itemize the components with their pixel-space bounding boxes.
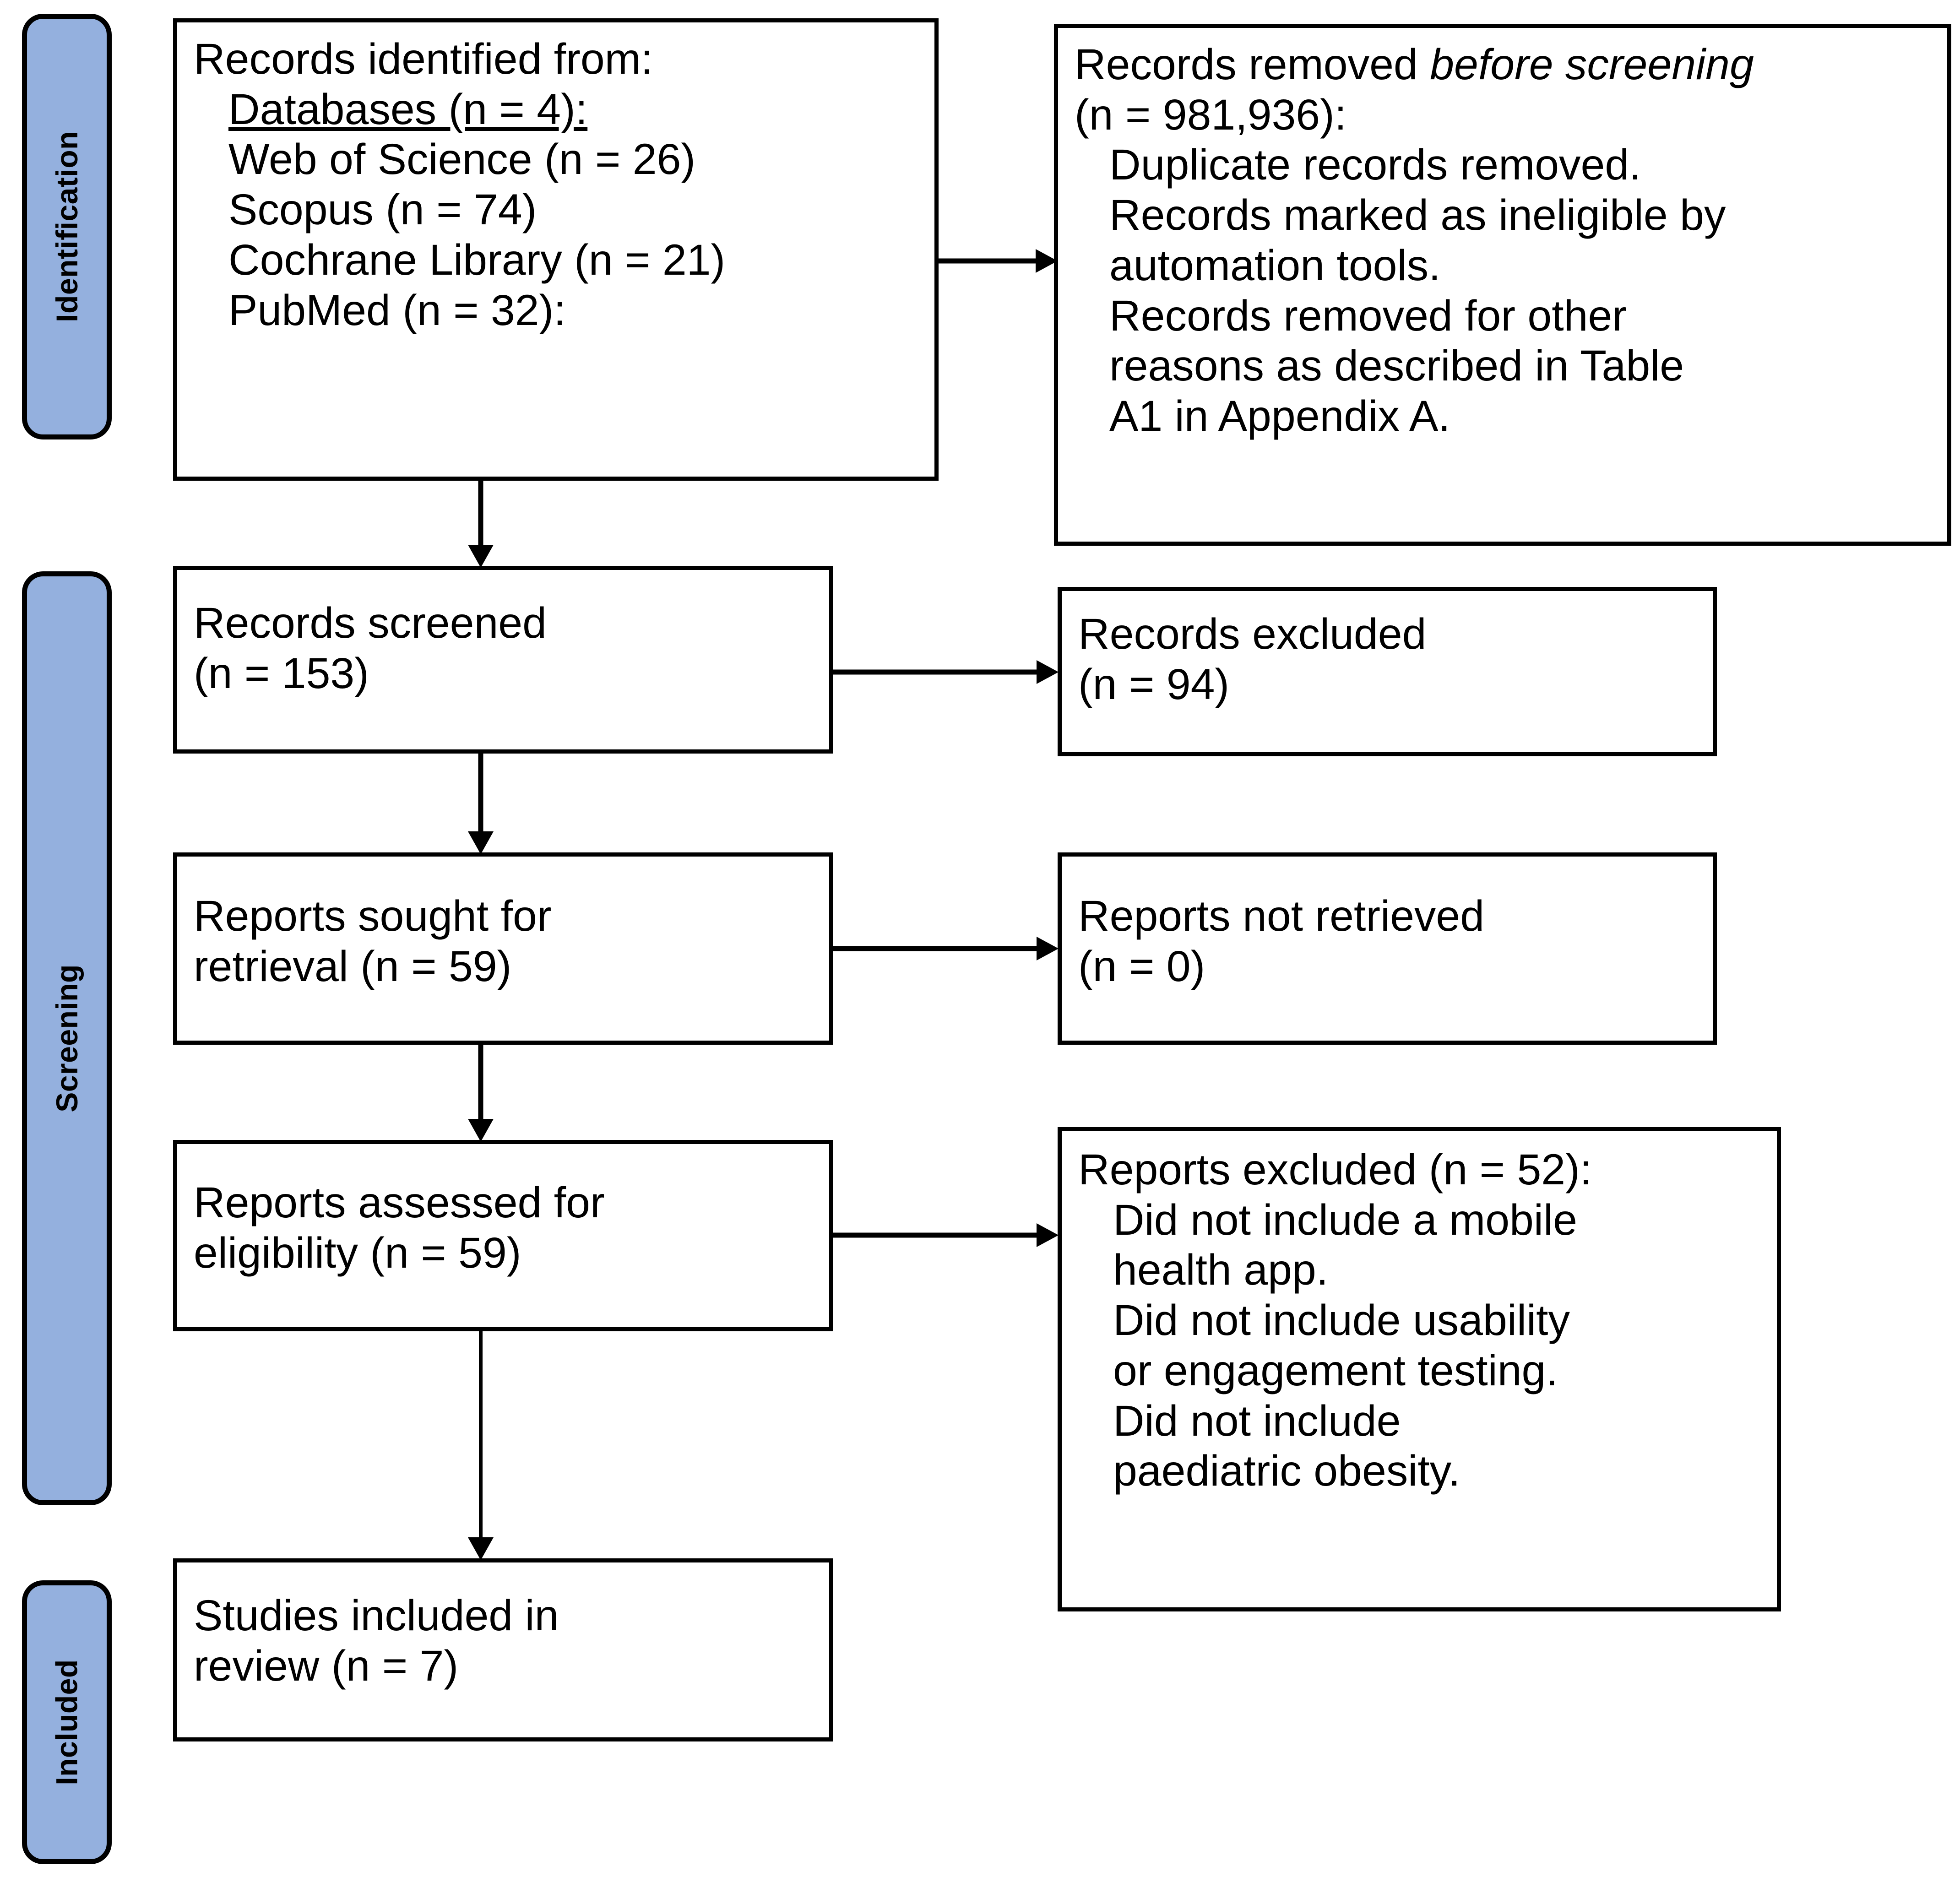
reports-excluded-line-6: paediatric obesity. [1113,1447,1460,1496]
records-removed-line-3: Records marked as ineligible by [1109,191,1726,240]
reports-excluded-line-4: or engagement testing. [1113,1346,1558,1395]
reports-excluded-line-2: health app. [1113,1246,1329,1295]
box-records-excluded: Records excluded (n = 94) [1058,587,1717,756]
records-identified-line-1: Databases (n = 4): [228,85,588,134]
reports-not-retrieved-line-0: Reports not retrieved [1078,892,1485,940]
records-removed-line-2: Duplicate records removed. [1109,141,1641,190]
connector-identified-to-screened [467,481,494,568]
records-excluded-line-1: (n = 94) [1078,660,1230,709]
records-removed-line-5: Records removed for other [1109,291,1627,340]
phase-bar-included: Included [22,1580,112,1864]
box-records-screened: Records screened (n = 153) [173,566,833,754]
reports-excluded-line-3: Did not include usability [1113,1296,1570,1345]
records-identified-line-3: Scopus (n = 74) [228,185,537,234]
records-removed-line-0-italic: before screening [1430,40,1754,89]
studies-included-line-1: review (n = 7) [194,1641,459,1690]
box-records-identified: Records identified from: Databases (n = … [173,18,939,481]
connector-screened-to-excluded [833,658,1059,686]
records-identified-line-4: Cochrane Library (n = 21) [228,235,726,284]
records-removed-line-0: Records removed before screening [1075,40,1933,90]
records-removed-line-1: (n = 981,936): [1075,90,1347,139]
box-studies-included-in-review: Studies included in review (n = 7) [173,1558,833,1741]
reports-assessed-line-1: eligibility (n = 59) [194,1228,521,1277]
reports-assessed-line-0: Reports assessed for [194,1178,605,1227]
records-identified-line-5: PubMed (n = 32): [228,286,566,335]
connector-screened-to-sought [467,754,494,854]
box-reports-assessed-for-eligibility: Reports assessed for eligibility (n = 59… [173,1140,833,1331]
reports-sought-line-1: retrieval (n = 59) [194,942,512,991]
phase-label-included: Included [50,1659,84,1785]
phase-bar-identification: Identification [22,14,112,439]
reports-sought-line-0: Reports sought for [194,892,552,940]
connector-assessed-to-studies-included [467,1330,494,1560]
records-screened-line-0: Records screened [194,599,547,647]
studies-included-line-0: Studies included in [194,1591,559,1640]
reports-excluded-line-1: Did not include a mobile [1113,1195,1577,1244]
box-reports-not-retrieved: Reports not retrieved (n = 0) [1058,852,1717,1045]
records-identified-line-2: Web of Science (n = 26) [228,135,696,184]
phase-label-screening: Screening [50,964,84,1112]
reports-not-retrieved-line-1: (n = 0) [1078,942,1205,991]
records-excluded-line-0: Records excluded [1078,610,1427,658]
records-removed-line-0-prefix: Records removed [1075,40,1430,89]
box-records-removed-before-screening: Records removed before screening (n = 98… [1054,24,1951,546]
records-identified-line-0: Records identified from: [194,35,653,83]
box-reports-sought-for-retrieval: Reports sought for retrieval (n = 59) [173,852,833,1045]
phase-label-identification: Identification [50,131,84,322]
connector-assessed-to-reports-excluded [833,1221,1059,1249]
connector-identified-to-removed [939,247,1058,275]
phase-bar-screening: Screening [22,571,112,1505]
records-removed-line-7: A1 in Appendix A. [1109,392,1450,441]
connector-sought-to-not-retrieved [833,935,1059,962]
box-reports-excluded: Reports excluded (n = 52): Did not inclu… [1058,1127,1781,1611]
records-removed-line-4: automation tools. [1109,241,1441,290]
reports-excluded-line-0: Reports excluded (n = 52): [1078,1145,1592,1194]
reports-excluded-line-5: Did not include [1113,1396,1401,1445]
records-screened-line-1: (n = 153) [194,649,369,698]
connector-sought-to-assessed [467,1045,494,1142]
records-removed-line-6: reasons as described in Table [1109,342,1684,391]
